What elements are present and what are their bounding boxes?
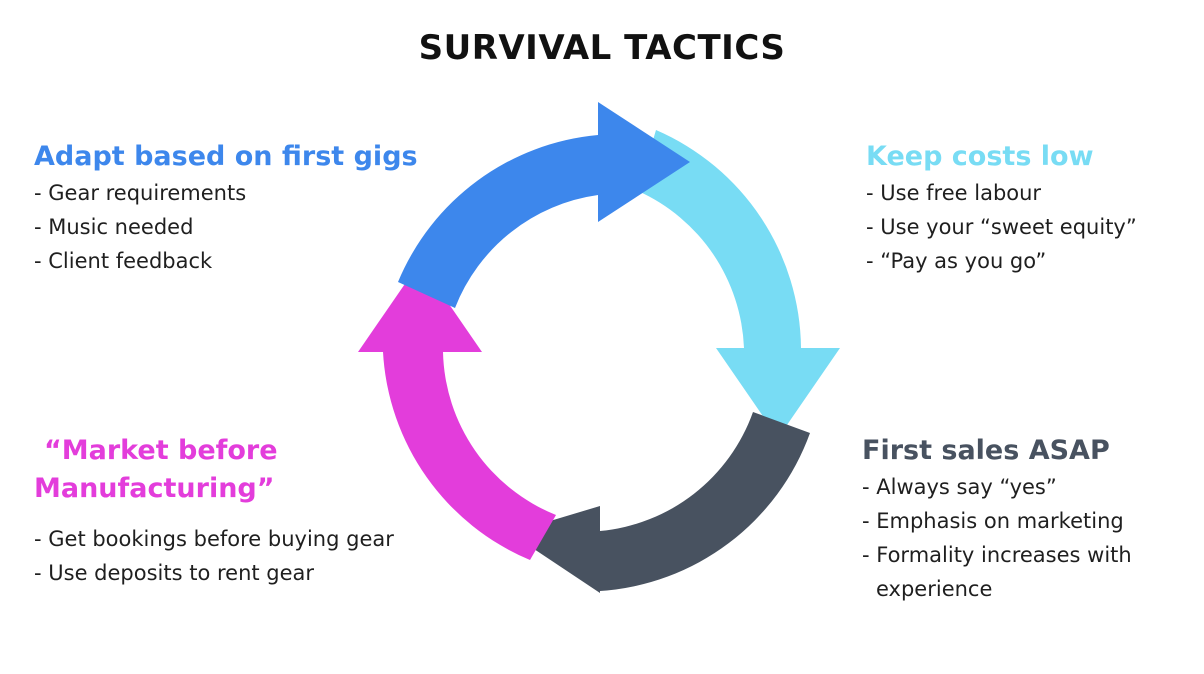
adapt-list: - Gear requirements - Music needed - Cli… (34, 176, 434, 278)
adapt-heading: Adapt based on first gigs (34, 141, 418, 172)
cycle-arrow-adapt (398, 102, 690, 308)
list-item: - Use free labour (866, 181, 1042, 205)
list-item: - Always say “yes” (862, 475, 1057, 499)
adapt-section: Adapt based on first gigs - Gear require… (34, 138, 434, 278)
market-list: - Get bookings before buying gear - Use … (34, 522, 454, 590)
costs-heading: Keep costs low (866, 141, 1094, 172)
sales-heading: First sales ASAP (862, 435, 1110, 466)
sales-section: First sales ASAP - Always say “yes” - Em… (862, 432, 1192, 606)
cycle-arrow-sales (510, 412, 810, 593)
market-heading: “Market before Manufacturing” (34, 432, 454, 508)
market-heading-line1: “Market before (44, 435, 278, 466)
list-item: - Formality increases with (862, 543, 1132, 567)
cycle-arrow-costs (638, 130, 840, 438)
list-item: - Gear requirements (34, 181, 247, 205)
list-item: - Music needed (34, 215, 194, 239)
costs-section: Keep costs low - Use free labour - Use y… (866, 138, 1196, 278)
list-item: - Client feedback (34, 249, 213, 273)
costs-list: - Use free labour - Use your “sweet equi… (866, 176, 1196, 278)
list-item: - “Pay as you go” (866, 249, 1047, 273)
sales-list: - Always say “yes” - Emphasis on marketi… (862, 470, 1192, 606)
list-item: - Use deposits to rent gear (34, 561, 315, 585)
market-heading-line2: Manufacturing” (34, 473, 275, 504)
list-item: - Use your “sweet equity” (866, 215, 1137, 239)
list-item: - Emphasis on marketing (862, 509, 1124, 533)
cycle-arrow-market (358, 262, 556, 560)
diagram-title: SURVIVAL TACTICS (418, 28, 786, 68)
market-section: “Market before Manufacturing” - Get book… (34, 432, 454, 590)
list-item: experience (876, 577, 993, 601)
list-item: - Get bookings before buying gear (34, 527, 394, 551)
